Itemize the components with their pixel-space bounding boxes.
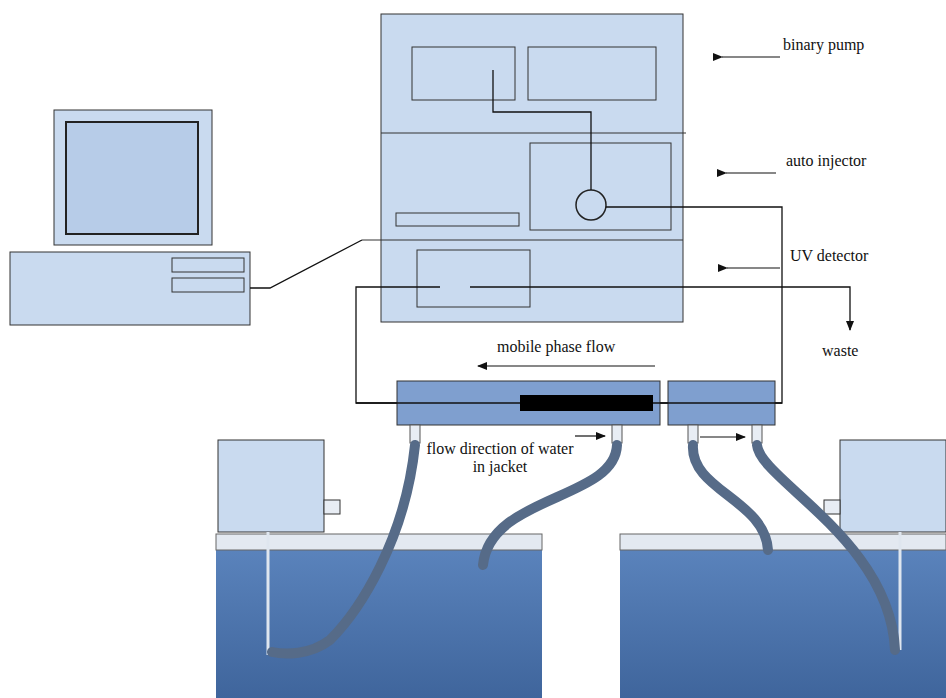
hplc-instrument — [362, 14, 686, 322]
part-label: UV detector — [790, 247, 868, 265]
part-label: auto injector — [786, 152, 866, 170]
tubing — [250, 70, 850, 403]
flow-label: flow direction of water in jacket — [425, 440, 575, 476]
flow-label: mobile phase flow — [497, 338, 615, 356]
water-baths — [216, 440, 946, 698]
part-label: binary pump — [783, 36, 864, 54]
hoses — [272, 445, 895, 654]
part-label: waste — [822, 342, 858, 360]
computer — [10, 110, 250, 325]
column-jackets — [356, 381, 782, 443]
flow-arrows — [478, 57, 780, 437]
